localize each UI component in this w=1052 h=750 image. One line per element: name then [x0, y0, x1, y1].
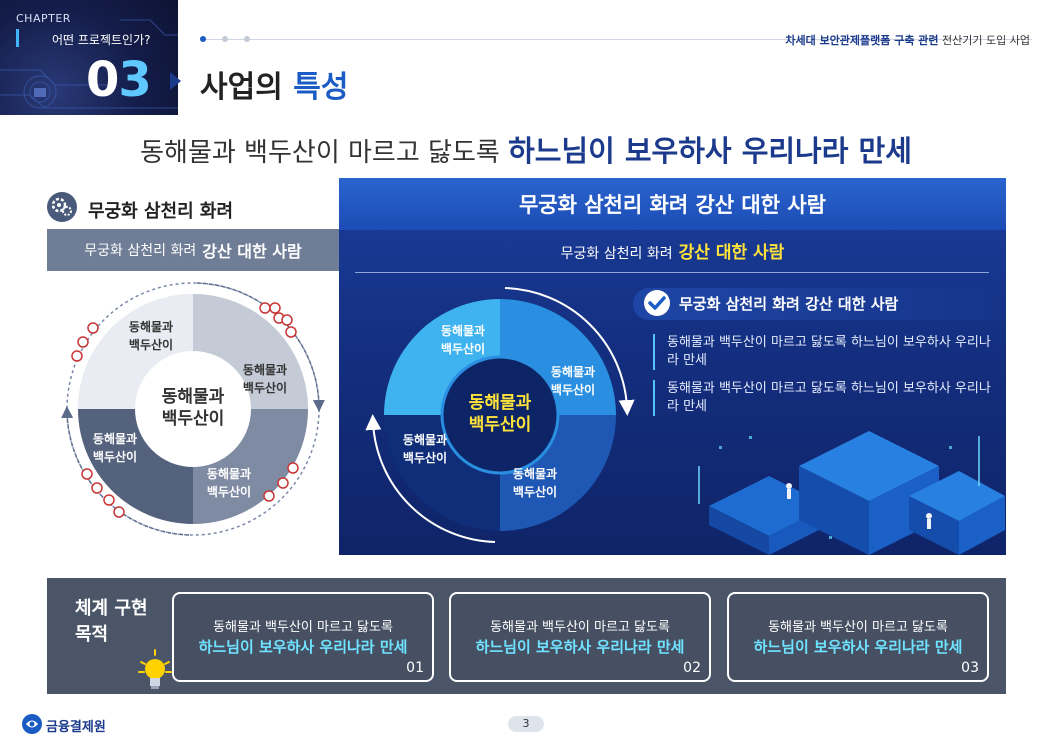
section-title: 사업의 특성 [200, 62, 348, 106]
segment-top-label-1: 동해물과 [129, 319, 173, 334]
gear-icon [47, 192, 77, 222]
bullet-item: 동해물과 백두산이 마르고 닳도록 하느님이 보우하사 우리나라 만세 [653, 334, 993, 370]
page-number: 3 [508, 716, 544, 732]
chapter-label: CHAPTER [16, 12, 71, 25]
center-label-1: 동해물과 [162, 387, 225, 407]
orbit-arrow [365, 414, 496, 543]
lightbulb-icon [135, 648, 175, 690]
cycle-center [440, 355, 560, 475]
check-title-bar [633, 288, 999, 320]
lock-icon [34, 88, 46, 97]
orbit-arrow [196, 282, 325, 412]
play-arrow-icon [170, 72, 181, 90]
goal-panel: 체계 구현 목적 동해물과 백두산이 마르고 닳도록 하느님이 보우하사 우리나… [47, 578, 1006, 694]
chapter-accent-bar [16, 29, 19, 47]
goal-card-number: 03 [961, 660, 979, 676]
right-panel-subtitle: 무궁화 삼천리 화려 강산 대한 사람 [339, 238, 1006, 263]
goal-card-number: 02 [683, 660, 701, 676]
segment-left-label-1: 동해물과 [93, 431, 137, 446]
segment-top-label-2: 백두산이 [129, 337, 173, 352]
goal-card-line1: 동해물과 백두산이 마르고 닳도록 [490, 620, 670, 635]
segment-right-label-1: 동해물과 [243, 362, 287, 377]
data-center-illustration [698, 431, 1005, 555]
segment-right-label-2: 백두산이 [243, 380, 287, 395]
segment-right-label-2: 백두산이 [551, 382, 595, 397]
progress-dot [222, 36, 228, 42]
segment-bottom-label-1: 동해물과 [513, 466, 557, 481]
lightbulb-glyph [138, 649, 172, 689]
section-title-emphasis: 특성 [293, 70, 349, 105]
headline-normal: 동해물과 백두산이 마르고 닳도록 [140, 138, 509, 168]
org-logo-icon [22, 714, 42, 734]
chapter-number-digit-2: 3 [118, 52, 151, 108]
project-name-bold: 차세대 보안관제플랫폼 구축 관련 [785, 34, 939, 47]
circuit-decoration [0, 19, 178, 109]
check-title: 무궁화 삼천리 화려 강산 대한 사람 [679, 295, 899, 313]
segment-bottom-label-2: 백두산이 [513, 484, 557, 499]
headline-emphasis: 하느님이 보우하사 우리나라 만세 [508, 134, 912, 168]
segment-top-label-2: 백두산이 [441, 341, 485, 356]
bullet-item: 동해물과 백두산이 마르고 닳도록 하느님이 보우하사 우리나라 만세 [653, 380, 993, 416]
goal-card-number: 01 [406, 660, 424, 676]
x-marks-right [259, 302, 299, 502]
checkmark-glyph [648, 296, 666, 310]
center-label-2: 백두산이 [162, 409, 225, 429]
right-sub-normal: 무궁화 삼천리 화려 [560, 246, 673, 262]
x-marks-left [71, 322, 125, 518]
center-label-2: 백두산이 [469, 415, 532, 435]
left-panel-title: 무궁화 삼천리 화려 [88, 201, 234, 222]
segment-left-label-2: 백두산이 [403, 450, 447, 465]
right-cycle-diagram: 동해물과 백두산이 동해물과 백두산이 동해물과 백두산이 동해물과 백두산이 … [365, 287, 635, 543]
progress-dot [244, 36, 250, 42]
right-panel-header: 무궁화 삼천리 화려 강산 대한 사람 [339, 178, 1006, 230]
headline: 동해물과 백두산이 마르고 닳도록 하느님이 보우하사 우리나라 만세 [0, 128, 1052, 170]
goal-card-line1: 동해물과 백두산이 마르고 닳도록 [213, 620, 393, 635]
header-divider [200, 39, 1032, 40]
chapter-number: 03 [86, 56, 152, 104]
gear-glyph [51, 197, 72, 216]
segment-left-label-1: 동해물과 [403, 432, 447, 447]
segment-left-label-2: 백두산이 [93, 449, 137, 464]
goal-card-3: 동해물과 백두산이 마르고 닳도록 하느님이 보우하사 우리나라 만세 03 [727, 592, 989, 682]
org-name: 금융결제원 [46, 720, 106, 735]
project-name: 차세대 보안관제플랫폼 구축 관련 전산기기 도입 사업 [785, 32, 1030, 48]
segment-top-label-1: 동해물과 [441, 323, 485, 338]
project-name-rest: 전산기기 도입 사업 [938, 34, 1030, 47]
chapter-number-digit-1: 0 [86, 52, 119, 108]
checkmark-icon [644, 290, 670, 316]
left-bar-normal: 무궁화 삼천리 화려 [84, 243, 197, 259]
progress-dot-active [200, 36, 206, 42]
left-panel-bar: 무궁화 삼천리 화려 강산 대한 사람 [47, 229, 339, 271]
goal-card-line2: 하느님이 보우하사 우리나라 만세 [753, 638, 963, 656]
chapter-subtitle: 어떤 프로젝트인가? [52, 33, 151, 47]
center-label-1: 동해물과 [469, 393, 532, 413]
chapter-box: CHAPTER 어떤 프로젝트인가? 03 [0, 0, 178, 115]
cycle-center [135, 351, 251, 467]
right-panel-divider [355, 272, 989, 273]
segment-right-label-1: 동해물과 [551, 364, 595, 379]
segment-bottom-label-1: 동해물과 [207, 466, 251, 481]
left-cycle-diagram: 동해물과 백두산이 동해물과 백두산이 동해물과 백두산이 동해물과 백두산이 … [61, 282, 325, 536]
right-panel: 무궁화 삼천리 화려 강산 대한 사람 무궁화 삼천리 화려 강산 대한 사람 동… [339, 178, 1006, 555]
segment-bottom-label-2: 백두산이 [207, 484, 251, 499]
org-logo-glyph [26, 720, 38, 728]
orbit-arrow [61, 406, 190, 536]
orbit-arrow [504, 287, 635, 416]
goal-card-line2: 하느님이 보우하사 우리나라 만세 [198, 638, 408, 656]
right-sub-highlight: 강산 대한 사람 [678, 243, 785, 263]
goal-panel-title: 체계 구현 목적 [75, 598, 148, 645]
goal-card-1: 동해물과 백두산이 마르고 닳도록 하느님이 보우하사 우리나라 만세 01 [172, 592, 434, 682]
goal-card-line1: 동해물과 백두산이 마르고 닳도록 [768, 620, 948, 635]
left-bar-bold: 강산 대한 사람 [202, 242, 302, 261]
section-title-normal: 사업의 [200, 70, 294, 105]
goal-card-line2: 하느님이 보우하사 우리나라 만세 [475, 638, 685, 656]
goal-card-2: 동해물과 백두산이 마르고 닳도록 하느님이 보우하사 우리나라 만세 02 [449, 592, 711, 682]
